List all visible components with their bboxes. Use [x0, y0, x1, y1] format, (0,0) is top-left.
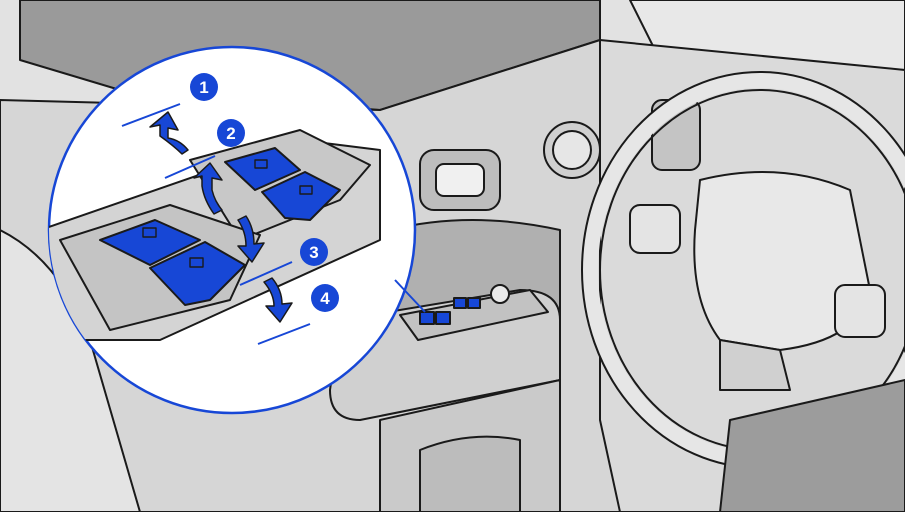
- wheel-button-left: [630, 205, 680, 253]
- window-switch-small-front-2: [436, 312, 450, 324]
- callout-3: 3: [300, 238, 328, 266]
- mirror-control-knob: [491, 285, 509, 303]
- window-switch-small-rear: [454, 298, 466, 308]
- callout-number: 2: [226, 124, 235, 143]
- window-switch-small-rear-2: [468, 298, 480, 308]
- callout-2: 2: [217, 119, 245, 147]
- wheel-button-right: [835, 285, 885, 337]
- callout-number: 4: [320, 289, 330, 308]
- callout-number: 1: [199, 78, 208, 97]
- callout-4: 4: [311, 284, 339, 312]
- callout-number: 3: [309, 243, 318, 262]
- callout-1: 1: [190, 73, 218, 101]
- window-switch-small-front: [420, 312, 434, 324]
